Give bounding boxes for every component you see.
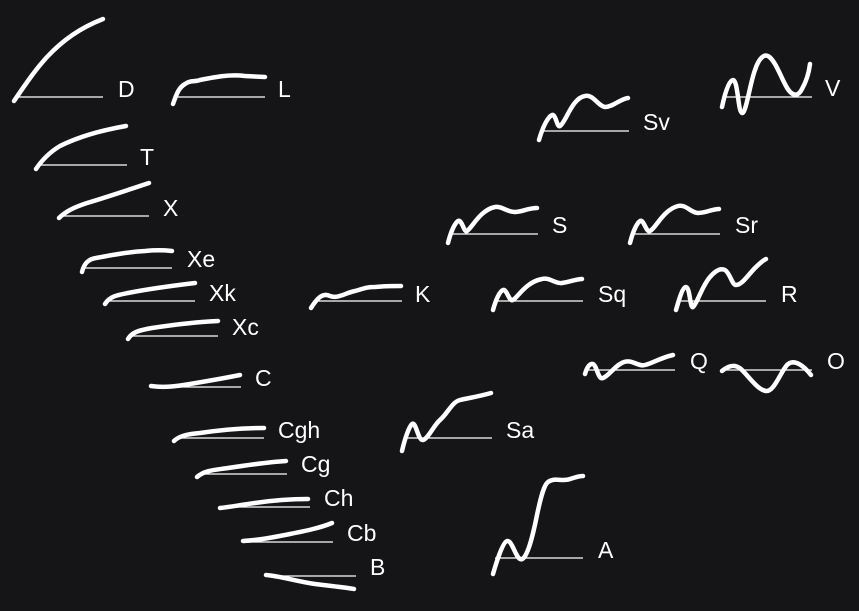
spectrum-cb: Cb [240, 520, 376, 546]
spectrum-curve [445, 204, 540, 246]
taxon-label-d: D [118, 76, 135, 102]
taxon-label-sa: Sa [506, 417, 534, 443]
taxon-label-a: A [598, 537, 614, 563]
spectrum-sr: Sr [627, 203, 758, 246]
taxon-label-sq: Sq [598, 281, 626, 307]
spectrum-ch: Ch [217, 485, 353, 511]
spectrum-curve [33, 123, 129, 172]
taxon-label-xe: Xe [187, 246, 215, 272]
spectrum-curve [79, 248, 175, 275]
spectrum-curve [125, 318, 221, 342]
taxon-label-cgh: Cgh [278, 417, 320, 443]
taxon-label-s: S [552, 212, 567, 238]
taxon-label-v: V [825, 75, 841, 101]
taxon-label-ch: Ch [324, 485, 353, 511]
spectrum-curve [171, 425, 267, 444]
spectrum-cg: Cg [194, 451, 330, 480]
spectrum-sq: Sq [490, 276, 626, 313]
spectrum-curve [102, 280, 198, 307]
taxon-label-l: L [278, 76, 291, 102]
spectrum-cgh: Cgh [171, 417, 320, 444]
spectrum-curve [240, 520, 335, 544]
taxon-label-xk: Xk [209, 280, 236, 306]
taxon-label-sv: Sv [643, 109, 670, 135]
spectrum-c: C [148, 365, 272, 391]
taxon-label-t: T [140, 144, 154, 170]
spectrum-r: R [673, 256, 798, 313]
taxon-label-q: Q [690, 348, 708, 374]
spectrum-curve [308, 283, 404, 311]
taxon-label-c: C [255, 365, 272, 391]
taxon-label-x: X [163, 195, 178, 221]
taxon-label-b: B [370, 554, 385, 580]
spectrum-curve [490, 473, 586, 577]
taxon-label-cb: Cb [347, 520, 376, 546]
spectrum-a: A [490, 473, 614, 577]
taxon-label-o: O [827, 348, 845, 374]
spectrum-sa: Sa [399, 390, 534, 454]
spectrum-curve [399, 390, 494, 454]
spectrum-xc: Xc [125, 314, 259, 342]
spectrum-q: Q [582, 348, 708, 381]
spectrum-curve [719, 53, 813, 116]
spectrum-curve [536, 93, 631, 143]
taxon-label-xc: Xc [232, 314, 259, 340]
spectrum-xe: Xe [79, 246, 215, 275]
spectrum-d: D [11, 16, 135, 104]
spectrum-o: O [719, 348, 845, 394]
taxon-label-r: R [781, 281, 798, 307]
spectrum-l: L [170, 73, 291, 107]
taxon-label-cg: Cg [301, 451, 330, 477]
spectrum-curve [582, 352, 676, 381]
spectrum-v: V [719, 53, 841, 116]
spectrum-curve [263, 572, 357, 592]
spectrum-xk: Xk [102, 280, 236, 307]
spectrum-curve [148, 372, 243, 390]
spectrum-curve [170, 73, 268, 107]
spectrum-curve [56, 180, 152, 221]
spectrum-x: X [56, 180, 178, 221]
spectrum-sv: Sv [536, 93, 670, 143]
spectrum-curve [627, 203, 722, 246]
spectrum-s: S [445, 204, 567, 246]
spectrum-curve [490, 276, 585, 313]
spectrum-curve [673, 256, 769, 313]
spectrum-b: B [263, 554, 385, 592]
spectrum-k: K [308, 281, 431, 311]
taxon-label-k: K [415, 281, 431, 307]
spectrum-curve [194, 458, 289, 480]
taxon-label-sr: Sr [735, 212, 758, 238]
spectrum-t: T [33, 123, 154, 172]
spectrum-curve [11, 16, 106, 104]
spectrum-curve [719, 360, 814, 394]
spectrum-curve [217, 496, 311, 511]
